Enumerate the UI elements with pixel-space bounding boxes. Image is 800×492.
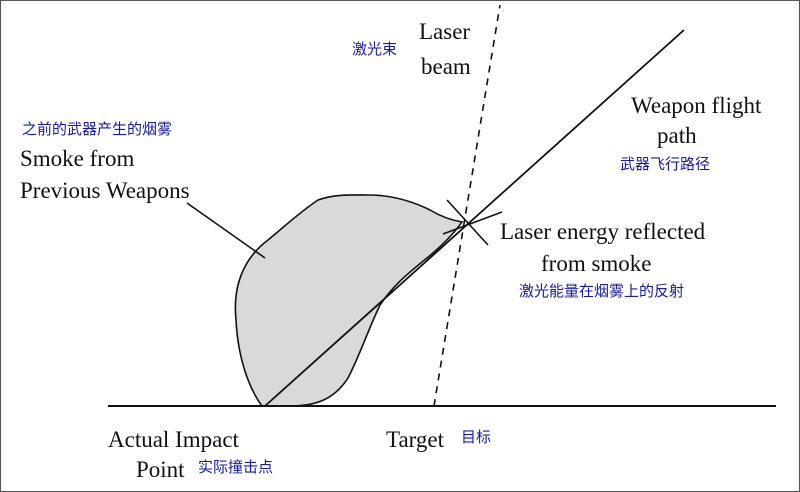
laser-beam-label-line2: beam: [421, 54, 471, 79]
smoke-leader-line: [186, 202, 266, 259]
weapon-path-label-line2: path: [657, 123, 697, 148]
smoke-label-line2: Previous Weapons: [20, 178, 190, 203]
weapon-path-label-line1: Weapon flight: [631, 93, 762, 118]
reflected-label-line2: from smoke: [541, 251, 652, 276]
laser-beam-label-cn: 激光束: [352, 40, 398, 58]
weapon-flight-path-line: [264, 29, 685, 407]
impact-label-line2: Point: [136, 457, 185, 482]
target-label: Target: [386, 427, 444, 452]
reflected-label-line1: Laser energy reflected: [500, 219, 706, 244]
laser-beam-line: [433, 4, 501, 407]
smoke-label-line1: Smoke from: [20, 146, 135, 171]
weapon-path-label-cn: 武器飞行路径: [620, 155, 711, 173]
reflection-burst-line-2: [442, 211, 503, 235]
smoke-label-cn: 之前的武器产生的烟雾: [22, 120, 173, 138]
reflected-label-cn: 激光能量在烟雾上的反射: [519, 282, 685, 300]
smoke-cloud: [234, 194, 464, 407]
impact-label-line1: Actual Impact: [108, 427, 239, 452]
target-label-cn: 目标: [461, 428, 492, 446]
reflection-burst-line-1: [446, 199, 489, 246]
impact-label-cn: 实际撞击点: [198, 458, 274, 476]
laser-beam-label-line1: Laser: [419, 19, 471, 44]
